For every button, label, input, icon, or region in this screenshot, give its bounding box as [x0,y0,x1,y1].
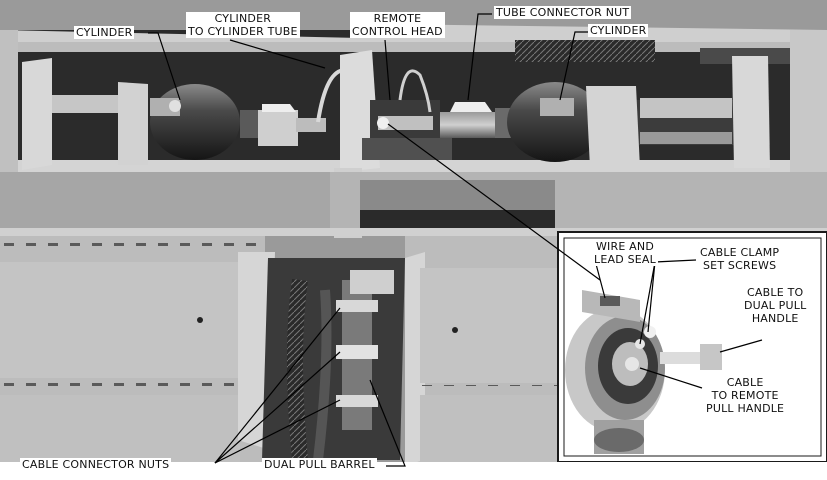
label-cylinder-right: CYLINDER [588,24,649,37]
lower-left-panel [0,236,275,480]
label-dual-pull-barrel: DUAL PULL BARREL [262,458,377,471]
label-cable-to-remote-pull-handle: CABLE TO REMOTE PULL HANDLE [704,376,787,415]
label-wire-and-lead-seal: WIRE AND LEAD SEAL [592,240,658,266]
label-tube-connector-nut: TUBE CONNECTOR NUT [494,6,632,19]
label-cylinder-to-cylinder-tube-line-2: TO CYLINDER TUBE [188,25,298,38]
label-wire-and-lead-seal-line-1: WIRE AND [595,240,654,253]
center-channel [262,258,405,461]
label-remote-control-head-line-1: REMOTE [373,12,422,25]
left-cylinder-bracket [22,58,148,170]
middle-band [0,172,827,236]
label-cylinder-to-cylinder-tube-line-1: CYLINDER [214,12,272,25]
label-cable-to-dual-pull-handle-line-2: DUAL PULL [744,299,807,312]
label-cylinder-left: CYLINDER [74,26,135,39]
label-cable-connector-nuts: CABLE CONNECTOR NUTS [20,458,172,471]
label-cylinder-to-cylinder-tube: CYLINDER TO CYLINDER TUBE [186,12,300,38]
label-wire-and-lead-seal-line-2: LEAD SEAL [594,253,656,266]
label-remote-control-head: REMOTE CONTROL HEAD [350,12,445,38]
label-cable-to-remote-pull-handle-line-1: CABLE [726,376,764,389]
label-cable-to-remote-pull-handle-line-2: TO REMOTE [711,389,779,402]
label-remote-control-head-line-2: CONTROL HEAD [352,25,443,38]
label-cable-to-dual-pull-handle-line-1: CABLE TO [747,286,804,299]
label-cable-to-dual-pull-handle-line-3: HANDLE [751,312,799,325]
label-cable-clamp-set-screws-line-1: CABLE CLAMP [700,246,780,259]
label-cable-clamp-set-screws-line-2: SET SCREWS [702,259,777,272]
label-cable-to-remote-pull-handle-line-3: PULL HANDLE [706,402,785,415]
label-cable-clamp-set-screws: CABLE CLAMP SET SCREWS [698,246,782,272]
label-cable-to-dual-pull-handle: CABLE TO DUAL PULL HANDLE [742,286,809,325]
